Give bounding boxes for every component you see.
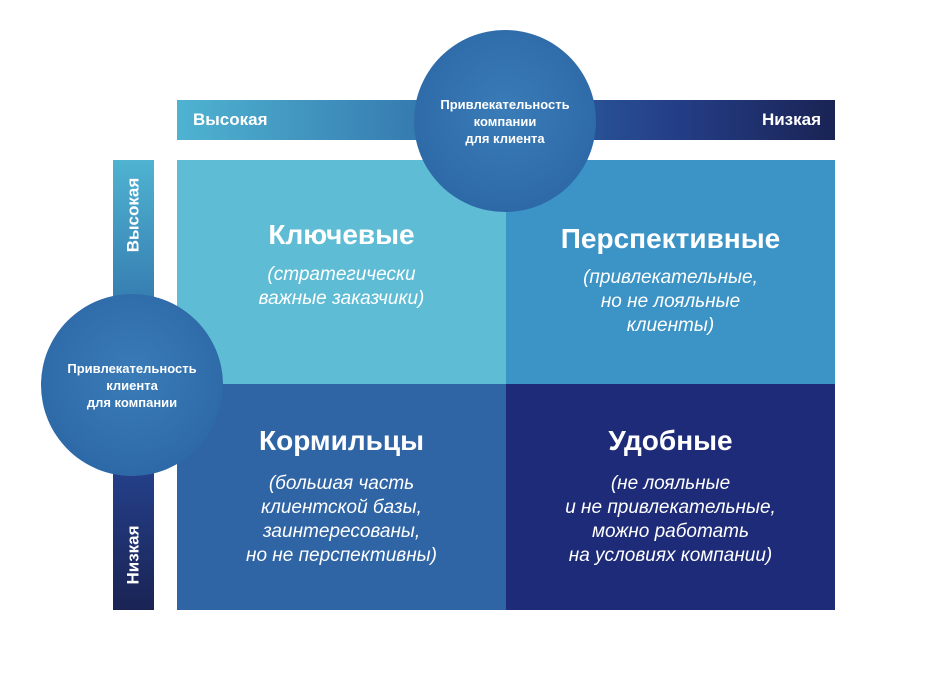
quadrant-title: Кормильцы bbox=[259, 425, 424, 456]
quadrant-description: (не лояльные и не привлекательные, можно… bbox=[565, 473, 776, 566]
quadrant-title: Ключевые bbox=[268, 219, 415, 250]
quadrant-key-customers: Ключевые (стратегически важные заказчики… bbox=[177, 160, 506, 384]
top-axis-high-label: Высокая bbox=[193, 110, 268, 129]
quadrant-convenient-customers: Удобные (не лояльные и не привлекательны… bbox=[506, 384, 835, 610]
quadrant-title: Перспективные bbox=[560, 223, 781, 254]
quadrant-description: (стратегически важные заказчики) bbox=[258, 264, 425, 309]
top-axis-low-label: Низкая bbox=[761, 110, 821, 129]
left-axis-low-label: Низкая bbox=[123, 525, 143, 585]
top-axis-title-circle: Привлекательность компании для клиента bbox=[414, 30, 596, 212]
quadrant-breadwinner-customers: Кормильцы (большая часть клиентской базы… bbox=[177, 384, 506, 610]
quadrant-description: (большая часть клиентской базы, заинтере… bbox=[246, 473, 437, 566]
quadrant-prospective-customers: Перспективные (привлекательные, но не ло… bbox=[506, 160, 835, 384]
quadrant-title: Удобные bbox=[608, 425, 733, 456]
quadrant-description: (привлекательные, но не лояльные клиенты… bbox=[583, 267, 758, 336]
left-axis-title-circle: Привлекательность клиента для компании bbox=[41, 294, 223, 476]
left-axis-high-label: Высокая bbox=[123, 177, 143, 253]
